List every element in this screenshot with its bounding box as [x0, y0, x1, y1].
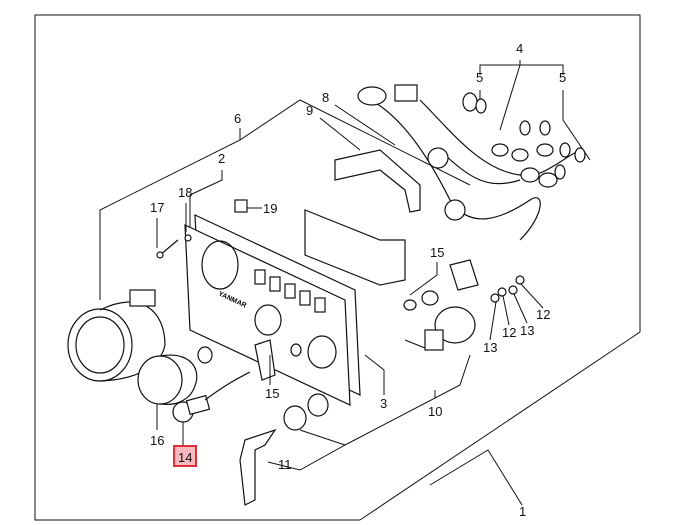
- label-11: 11: [278, 457, 292, 472]
- keys: [239, 428, 277, 506]
- highlighted-part-label[interactable]: 14: [173, 445, 197, 467]
- label-15: 15: [430, 245, 445, 260]
- label-4: 4: [516, 41, 524, 56]
- connector-block: [304, 209, 406, 286]
- label-18: 18: [178, 185, 193, 200]
- label-1: 1: [519, 504, 527, 519]
- label-8: 8: [322, 90, 330, 105]
- label-6: 6: [234, 111, 242, 126]
- label-10: 10: [428, 404, 443, 419]
- label-12: 12: [536, 307, 551, 322]
- ignition-switch: [434, 306, 476, 344]
- label-13: 13: [483, 340, 498, 355]
- label-17: 17: [150, 200, 165, 215]
- instrument-panel: [184, 224, 351, 406]
- label-5: 5: [476, 70, 484, 85]
- label-13: 13: [520, 323, 535, 338]
- label-2: 2: [218, 151, 226, 166]
- label-3: 3: [380, 396, 388, 411]
- label-16: 16: [150, 433, 165, 448]
- wire-harness: [359, 94, 581, 241]
- washers: [490, 275, 525, 303]
- label-9: 9: [306, 103, 314, 118]
- indicator-windows: [254, 269, 326, 313]
- tachometer: [67, 308, 133, 382]
- label-12: 12: [502, 325, 517, 340]
- bulbs-group: [475, 98, 586, 188]
- label-14: 14: [178, 450, 193, 465]
- label-15: 15: [265, 386, 280, 401]
- frame: [34, 14, 641, 521]
- label-5: 5: [559, 70, 567, 85]
- buzzer: [137, 355, 183, 405]
- label-19: 19: [263, 201, 278, 216]
